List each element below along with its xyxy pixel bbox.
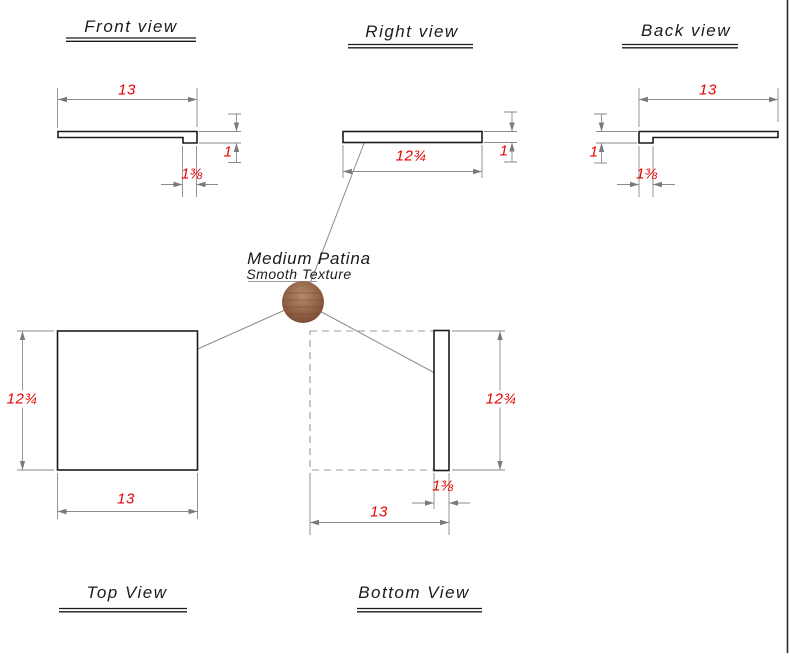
bottom-dimension-lines xyxy=(310,331,501,523)
bottom-lip-outline xyxy=(433,329,450,472)
material-callout-graphics xyxy=(248,281,324,323)
front-view-drawing xyxy=(57,37,241,197)
top-title-underline xyxy=(59,607,187,613)
back-part-outline xyxy=(638,130,779,144)
bottom-title-underline xyxy=(357,607,482,613)
front-dimension-arrowheads xyxy=(58,96,240,188)
front-part-outline xyxy=(57,130,198,144)
back-extension-lines xyxy=(596,88,779,197)
front-extension-lines xyxy=(57,88,241,197)
material-swatch-striations xyxy=(282,292,324,315)
top-extension-lines xyxy=(17,330,198,519)
back-dimension-arrowheads xyxy=(598,96,778,188)
bottom-hidden-outline xyxy=(309,330,450,471)
material-swatch xyxy=(282,281,324,323)
right-dimension-lines xyxy=(343,111,517,172)
back-title-underline xyxy=(622,43,738,49)
right-dimension-arrowheads xyxy=(343,122,515,175)
bottom-dimension-arrowheads xyxy=(310,331,503,526)
right-view-leader-line xyxy=(302,132,369,303)
top-view-drawing xyxy=(17,301,304,613)
bottom-extension-lines xyxy=(309,330,505,535)
front-dimension-lines xyxy=(58,99,241,185)
right-view-drawing xyxy=(302,43,517,303)
front-title-underline xyxy=(66,37,196,42)
material-swatch-texture xyxy=(282,292,324,315)
back-view-drawing xyxy=(594,43,779,197)
top-part-outline xyxy=(56,330,199,471)
bottom-view-leader-line xyxy=(302,301,445,379)
right-part-outline xyxy=(342,130,483,144)
right-title-underline xyxy=(348,43,473,49)
right-extension-lines xyxy=(342,131,517,178)
back-dimension-lines xyxy=(594,99,778,185)
bottom-view-drawing xyxy=(302,301,505,613)
